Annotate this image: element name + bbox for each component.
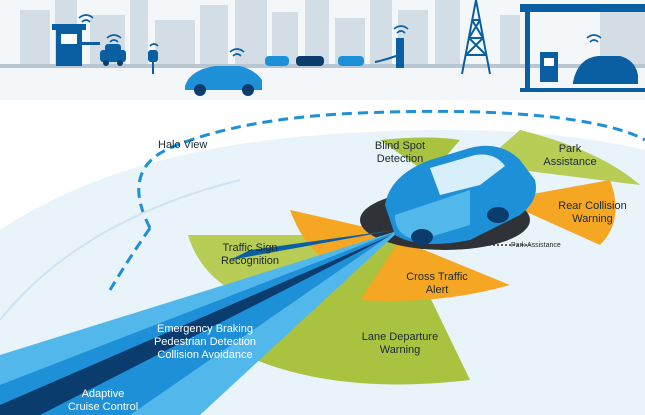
emergency-braking-label: Emergency Braking Pedestrian Detection C… — [153, 323, 257, 361]
city-skyline — [20, 0, 645, 65]
park-assistance-zone-label: Park Assistance — [543, 143, 597, 168]
park-assistance-pointer-label: Park Assistance — [511, 242, 561, 249]
gas-station-icon — [520, 4, 645, 92]
outer-arc — [0, 179, 241, 321]
adaptive-cruise-label: Adaptive Cruise Control — [67, 388, 139, 413]
blind-spot-label: Blind Spot Detection — [374, 140, 426, 165]
park-assist-rear-zone — [480, 130, 640, 185]
cell-tower-icon — [461, 0, 491, 75]
traffic-sign-label: Traffic Sign Recognition — [220, 242, 280, 267]
park-assist-front-zone — [290, 210, 400, 262]
cross-traffic-label: Cross Traffic Alert — [406, 271, 468, 296]
hero-car-icon — [385, 145, 536, 245]
car-icon — [100, 44, 126, 66]
road-line — [0, 64, 645, 68]
traffic-sign-beam — [230, 230, 395, 260]
cross-traffic-zone — [360, 240, 510, 301]
parking-meter-icon — [148, 50, 158, 74]
halo-view-label: Halo View — [158, 139, 208, 151]
wifi-signal-icon — [78, 14, 602, 57]
ev-charger-icon — [374, 38, 404, 68]
sedan-icon — [185, 66, 262, 96]
rear-collision-label: Rear Collision Warning — [558, 200, 627, 225]
halo-boundary — [137, 109, 645, 229]
adaptive-cruise-beam — [0, 235, 392, 415]
blind-spot-zone — [380, 137, 460, 175]
toll-booth-icon — [52, 24, 100, 66]
halo-boundary-lower — [108, 227, 152, 291]
traffic-cars — [265, 56, 364, 66]
lane-departure-label: Lane Departure Warning — [361, 331, 439, 356]
